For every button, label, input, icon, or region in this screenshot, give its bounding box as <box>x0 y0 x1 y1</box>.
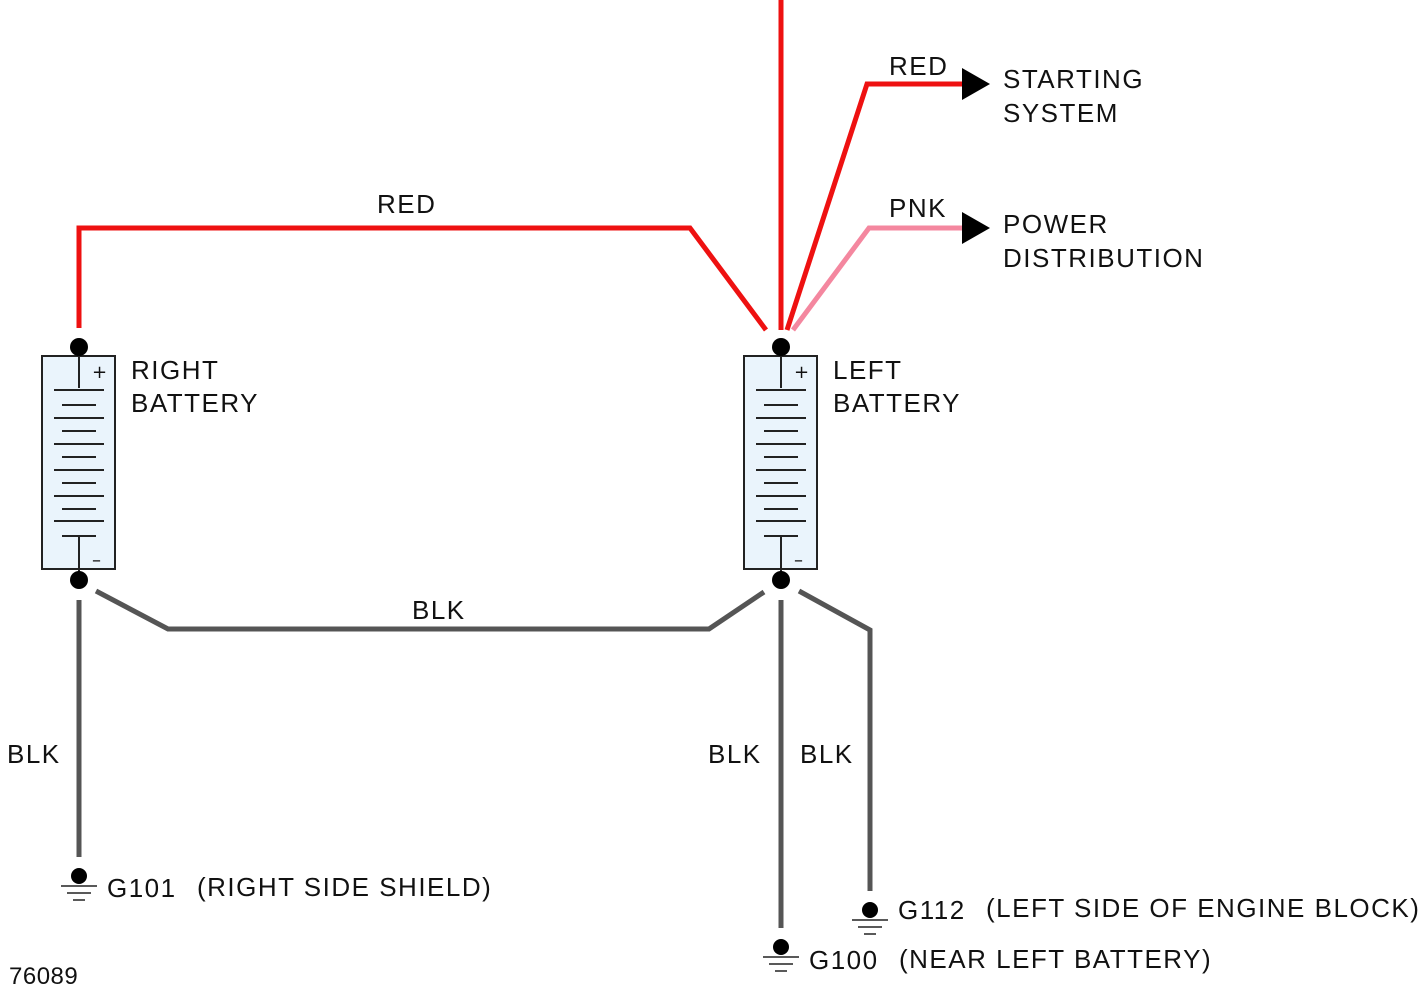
ground-g101-location: (RIGHT SIDE SHIELD) <box>197 872 492 902</box>
right-battery-label-line2: BATTERY <box>131 388 259 418</box>
ground-g101: G101 (RIGHT SIDE SHIELD) <box>61 868 492 903</box>
ground-g101-id: G101 <box>107 873 177 903</box>
red-wire-right-to-left-battery <box>76 225 769 332</box>
wire-label-blk-batteries: BLK <box>412 595 466 625</box>
wire-label-blk-right-ground: BLK <box>7 739 61 769</box>
power-distribution-label-line2: DISTRIBUTION <box>1003 243 1204 273</box>
starting-system-label-line1: STARTING <box>1003 64 1144 94</box>
left-battery: + – LEFT BATTERY <box>743 338 961 589</box>
ground-g100: G100 (NEAR LEFT BATTERY) <box>763 939 1212 975</box>
left-battery-negative-terminal <box>772 571 790 589</box>
red-wire-starting-system <box>784 81 965 331</box>
ground-wires <box>76 588 873 928</box>
wire-label-red-feed: RED <box>377 189 436 219</box>
ground-g112-id: G112 <box>898 895 966 925</box>
wire-label-pnk-power: PNK <box>889 193 947 223</box>
ground-g112-terminal <box>862 902 878 918</box>
right-battery-negative-terminal <box>70 571 88 589</box>
positive-wires <box>76 0 990 332</box>
blk-wire-between-batteries <box>94 588 766 632</box>
left-battery-case <box>743 355 818 570</box>
left-battery-plus-sign: + <box>794 362 809 383</box>
arrow-power-distribution <box>962 212 990 244</box>
right-battery-label-line1: RIGHT <box>131 355 219 385</box>
ground-g100-id: G100 <box>809 945 879 975</box>
left-battery-label-line1: LEFT <box>833 355 903 385</box>
ground-g100-location: (NEAR LEFT BATTERY) <box>899 944 1212 974</box>
wire-label-blk-g112: BLK <box>800 739 854 769</box>
wire-color-labels: RED RED PNK BLK BLK BLK BLK <box>7 51 948 769</box>
ground-g112-location: (LEFT SIDE OF ENGINE BLOCK) <box>986 893 1420 923</box>
right-battery-plus-sign: + <box>92 362 107 383</box>
starting-system-label-line2: SYSTEM <box>1003 98 1119 128</box>
ground-g100-terminal <box>773 939 789 955</box>
wire-label-red-starting: RED <box>889 51 948 81</box>
left-battery-label-line2: BATTERY <box>833 388 961 418</box>
ground-g112: G112 (LEFT SIDE OF ENGINE BLOCK) <box>852 893 1420 935</box>
right-battery-minus-sign: – <box>92 550 101 571</box>
ground-g101-terminal <box>71 868 87 884</box>
arrow-starting-system <box>962 68 990 100</box>
left-battery-positive-terminal <box>772 338 790 356</box>
figure-number: 76089 <box>9 963 78 990</box>
power-distribution-label-line1: POWER <box>1003 209 1109 239</box>
pnk-wire-power-distribution <box>790 225 965 332</box>
right-battery: + – RIGHT BATTERY <box>41 338 259 589</box>
wire-label-blk-g100: BLK <box>708 739 762 769</box>
left-battery-minus-sign: – <box>794 550 803 571</box>
blk-wire-g112 <box>797 588 873 891</box>
destination-labels: STARTING SYSTEM POWER DISTRIBUTION <box>1003 64 1204 273</box>
right-battery-positive-terminal <box>70 338 88 356</box>
